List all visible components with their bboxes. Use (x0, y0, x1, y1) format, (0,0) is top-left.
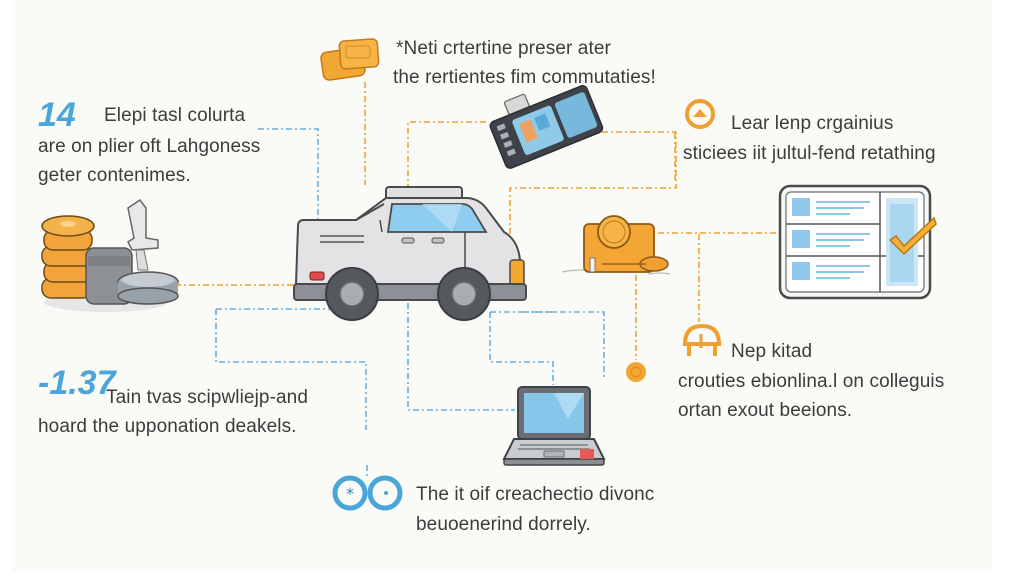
coin-node-icon (626, 362, 646, 382)
connector-terminal-right (509, 131, 677, 255)
bottom-center-line-1: The it oif creachectio divonc (416, 484, 655, 505)
linked-circles-icon: * (332, 475, 403, 511)
top-left-line-3: geter contenimes. (38, 165, 191, 186)
coin-box-icon (562, 215, 671, 275)
top-left-line-2: are on plier oft Lahgoness (38, 136, 261, 157)
top-center-line-2: the rertientes fim commutaties! (393, 67, 656, 88)
cash-bundle-icon (320, 38, 380, 81)
connector-bottom-center-b (489, 312, 554, 385)
svg-text:*: * (346, 484, 354, 503)
bottom-right-line-2: crouties ebionlina.l on colleguis (678, 371, 945, 392)
bottom-right-line-3: ortan exout beeions. (678, 400, 853, 421)
coin-stack-icon (41, 198, 179, 312)
top-right-line-1: Lear lenp crgainius (731, 113, 894, 134)
connector-top-left (258, 128, 319, 245)
bottom-right-line-1: Nep kitad (731, 341, 813, 362)
dome-icon (683, 323, 721, 356)
payment-terminal-icon (489, 85, 604, 169)
connector-terminal (407, 121, 487, 190)
connector-bottom-left-a (215, 308, 367, 430)
up-arrow-circle-icon (685, 99, 715, 129)
stat-number-bottom-left: -1.37 (38, 364, 116, 402)
top-left-line-1: Elepi tasl colurta (104, 105, 246, 126)
stat-number-top-left: 14 (38, 96, 76, 134)
connector-bottom-center-a (407, 303, 515, 411)
top-right-line-2: sticiees iit jultul-fend retathing (683, 143, 936, 164)
laptop-icon (502, 386, 606, 466)
top-center-line-1: *Neti crtertine preser ater (396, 38, 611, 59)
bottom-center-line-2: beuoenerind dorrely. (416, 514, 591, 535)
bottom-left-line-1: Tain tvas scipwliejp-and (106, 387, 308, 408)
checklist-tablet-icon (778, 184, 937, 300)
car-icon (293, 186, 527, 321)
bottom-left-line-2: hoard the upponation deakels. (38, 416, 297, 437)
